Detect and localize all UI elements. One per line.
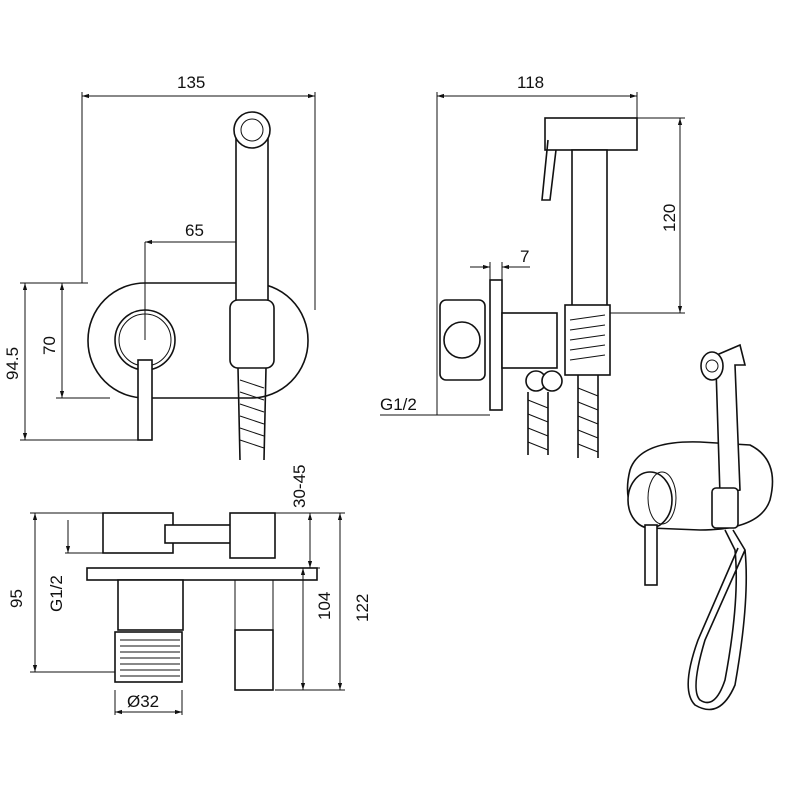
- section-view: [30, 512, 345, 715]
- dim-width-135: 135: [177, 73, 205, 92]
- dim-height-120: 120: [660, 204, 679, 232]
- side-view: [380, 92, 685, 458]
- label-thread-g1-2-section: G1/2: [47, 575, 66, 612]
- dim-body-104: 104: [315, 592, 334, 620]
- label-thread-g1-2-side: G1/2: [380, 395, 417, 414]
- dim-offset-65: 65: [185, 221, 204, 240]
- front-view: [20, 92, 316, 461]
- dim-plate-70: 70: [40, 336, 59, 355]
- perspective-view: [626, 343, 774, 711]
- dim-diameter-32: Ø32: [127, 692, 159, 711]
- dim-height-94-5: 94.5: [3, 347, 22, 380]
- dim-inlet-95: 95: [7, 589, 26, 608]
- dim-thickness-7: 7: [520, 247, 529, 266]
- dim-wall-30-45: 30-45: [290, 465, 309, 508]
- dim-depth-118: 118: [517, 73, 544, 92]
- dim-total-122: 122: [353, 594, 372, 622]
